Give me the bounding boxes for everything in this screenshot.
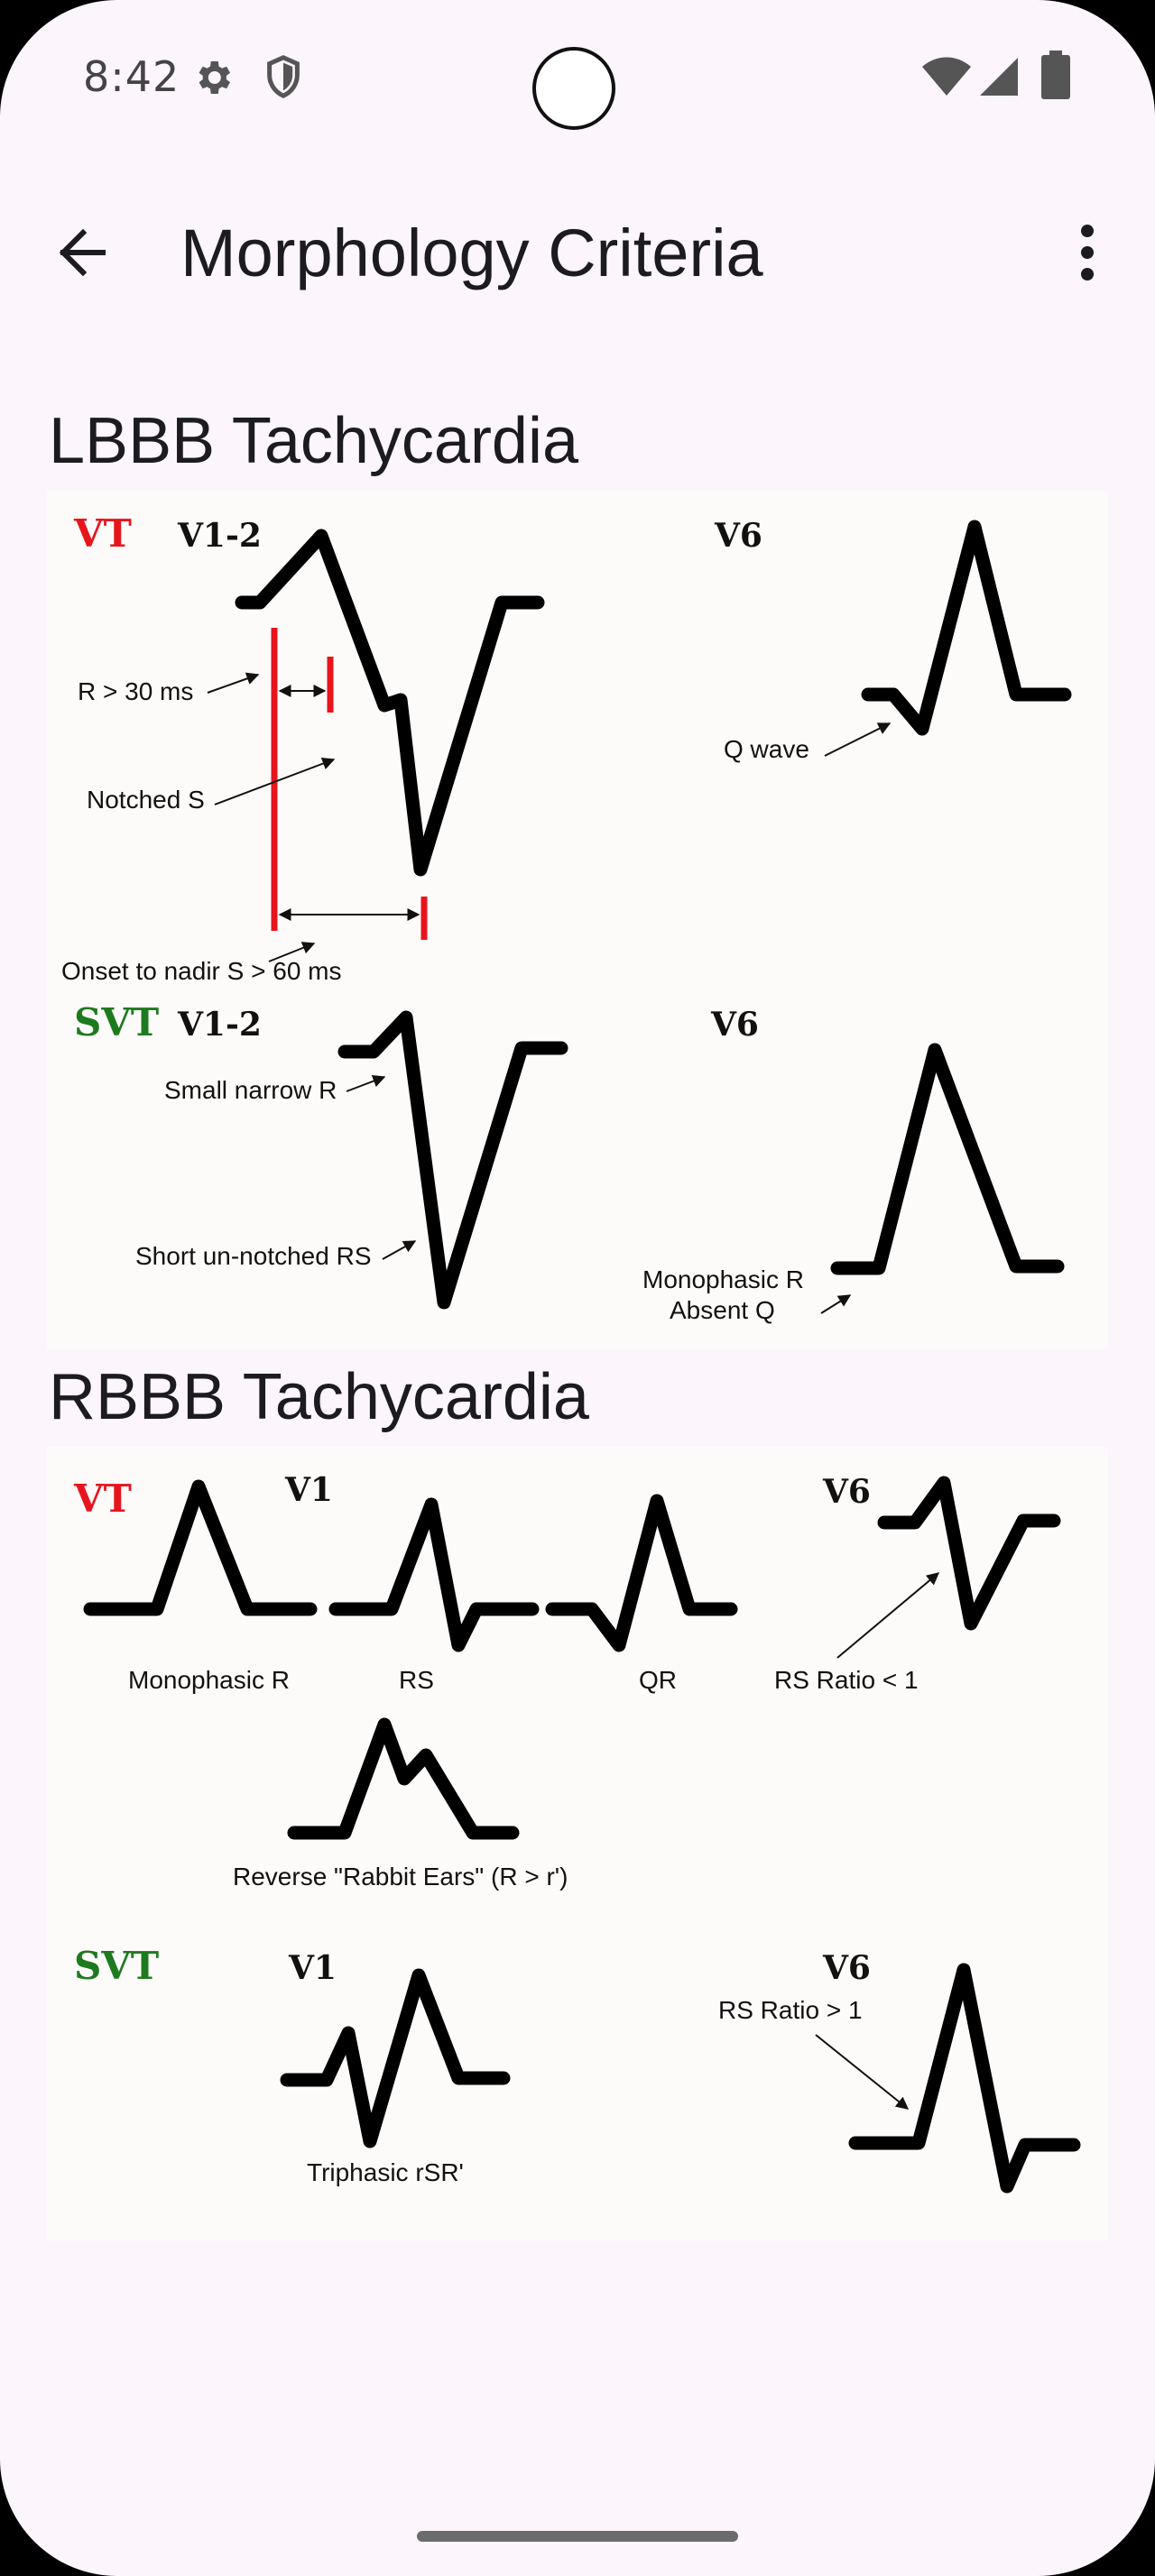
note-absent-q: Absent Q <box>670 1296 775 1324</box>
rbbb-figure: VT V1 V6 Monophasic R RS QR RS Ratio < 1… <box>47 1447 1108 2240</box>
lbbb-svt-v12-trace <box>337 1010 568 1310</box>
rbbb-svt-triphasic-trace <box>280 1968 511 2148</box>
note-rs-ratio-gt1-arrow <box>815 2034 910 2110</box>
note-notched-arrow <box>214 757 336 805</box>
more-vert-icon[interactable] <box>1065 216 1110 289</box>
note-monophasic-r: Monophasic R <box>642 1265 804 1293</box>
rbbb-diagram: VT V1 V6 Monophasic R RS QR RS Ratio < 1… <box>73 1471 1081 2194</box>
lbbb-vt-lead-v12: V1-2 <box>177 517 262 555</box>
note-notched-s: Notched S <box>87 786 205 814</box>
note-short-rs: Short un-notched RS <box>135 1242 372 1270</box>
note-q-arrow <box>824 722 892 757</box>
note-rbbb-rs-ratio-gt1: RS Ratio > 1 <box>718 1996 863 2024</box>
lbbb-vt-v12-trace <box>235 529 545 877</box>
rbbb-vt-label: VT <box>73 1477 132 1521</box>
note-rbbb-qr: QR <box>639 1666 677 1694</box>
lbbb-diagram: VT V1-2 V6 R > 30 ms Notched S Onset to … <box>61 511 1072 1324</box>
app-title: Morphology Criteria <box>180 216 763 290</box>
rbbb-vt-lead-v6: V6 <box>822 1473 871 1511</box>
rbbb-vt-lead-v1: V1 <box>284 1471 333 1509</box>
arrow-back-icon[interactable] <box>47 216 119 289</box>
rbbb-vt-rs-trace <box>328 1497 540 1652</box>
note-rabbit-ears: Reverse "Rabbit Ears" (R > r') <box>233 1863 568 1891</box>
signal-icon <box>980 58 1018 96</box>
rbbb-svt-label: SVT <box>74 1944 159 1988</box>
note-q-wave: Q wave <box>724 735 809 763</box>
lbbb-svt-v6-trace <box>830 1043 1065 1275</box>
shield-icon <box>267 55 300 98</box>
lbbb-figure: VT V1-2 V6 R > 30 ms Notched S Onset to … <box>47 491 1108 1349</box>
home-indicator[interactable] <box>417 2531 738 2542</box>
note-small-r-arrow <box>346 1074 386 1092</box>
rbbb-svt-lead-v6: V6 <box>822 1949 871 1987</box>
wifi-icon <box>922 57 971 96</box>
rbbb-vt-qr-trace <box>545 1494 738 1652</box>
rbbb-svt-lead-v1: V1 <box>288 1949 337 1987</box>
gear-icon <box>199 61 230 94</box>
rbbb-vt-rabbit-ears-trace <box>287 1717 520 1840</box>
rbbb-heading: RBBB Tachycardia <box>49 1361 589 1433</box>
note-onset-nadir: Onset to nadir S > 60 ms <box>61 957 342 985</box>
note-short-rs-arrow <box>382 1240 417 1260</box>
lbbb-vt-v6-trace <box>861 520 1072 736</box>
lbbb-vt-lead-v6: V6 <box>714 517 762 555</box>
note-rbbb-monophasic-r: Monophasic R <box>128 1666 290 1694</box>
note-triphasic: Triphasic rSR' <box>307 2158 464 2186</box>
lbbb-svt-label: SVT <box>74 1000 159 1044</box>
note-r-duration: R > 30 ms <box>78 677 193 705</box>
lbbb-svt-lead-v12: V1-2 <box>177 1006 262 1044</box>
rbbb-vt-monophasic-trace <box>83 1479 318 1616</box>
lbbb-svt-lead-v6: V6 <box>710 1006 759 1044</box>
lbbb-vt-label: VT <box>73 511 132 556</box>
note-small-narrow-r: Small narrow R <box>164 1076 337 1104</box>
battery-icon <box>1041 51 1070 99</box>
note-r-arrow <box>207 672 260 694</box>
note-rbbb-rs: RS <box>399 1666 434 1694</box>
rbbb-svt-v6-trace <box>848 1963 1081 2194</box>
note-monophasic-arrow <box>820 1294 852 1314</box>
front-camera <box>532 47 615 130</box>
status-time: 8:42 <box>83 52 180 101</box>
note-rs-ratio-lt1-arrow <box>836 1572 940 1659</box>
rbbb-vt-v6-trace <box>877 1476 1061 1631</box>
note-onset-arrow <box>268 942 316 962</box>
note-rbbb-rs-ratio-lt1: RS Ratio < 1 <box>774 1666 919 1694</box>
lbbb-heading: LBBB Tachycardia <box>49 405 579 477</box>
